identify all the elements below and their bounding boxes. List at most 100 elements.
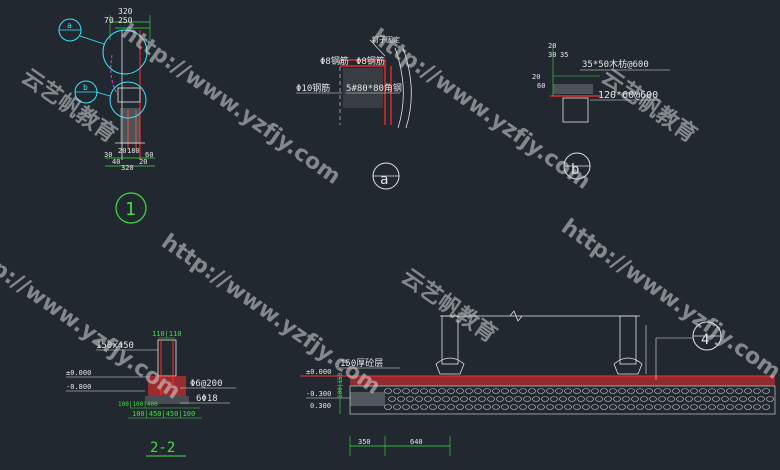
- level-minus-0-8: -0.800: [66, 383, 91, 391]
- gravel-stone: [447, 404, 455, 410]
- gravel-stone: [609, 388, 617, 394]
- gravel-fill: [384, 388, 774, 410]
- gravel-stone: [690, 404, 698, 410]
- dims-bottom-2-2: 100|450|450|100: [132, 410, 195, 418]
- gravel-stone: [406, 396, 414, 402]
- gravel-stone: [555, 404, 563, 410]
- gravel-stone: [586, 396, 594, 402]
- gravel-stone: [546, 404, 554, 410]
- gravel-stone: [663, 404, 671, 410]
- gravel-stone: [514, 396, 522, 402]
- gravel-stone: [487, 396, 495, 402]
- gravel-stone: [645, 404, 653, 410]
- gravel-stone: [753, 388, 761, 394]
- gravel-stone: [640, 396, 648, 402]
- gravel-stone: [600, 388, 608, 394]
- dim-350: 350: [358, 438, 371, 446]
- gravel-stone: [667, 396, 675, 402]
- gravel-stone: [654, 388, 662, 394]
- gravel-stone: [681, 388, 689, 394]
- detail-a: 钉子固定 Φ8钢筋 Φ8钢筋 Φ10钢筋 5#80*80角钢 a: [296, 35, 412, 190]
- gravel-stone: [519, 404, 527, 410]
- gravel-stone: [510, 388, 518, 394]
- gravel-stone: [474, 404, 482, 410]
- gravel-stone: [429, 404, 437, 410]
- level-0: ±0.000: [66, 369, 91, 377]
- gravel-stone: [523, 396, 531, 402]
- gravel-stone: [591, 388, 599, 394]
- gravel-stone: [582, 404, 590, 410]
- gravel-stone: [663, 388, 671, 394]
- beam-size: 150x450: [96, 341, 134, 351]
- rebar-phi10: Φ10钢筋: [296, 82, 330, 94]
- gravel-stone: [537, 404, 545, 410]
- gravel-stone: [748, 396, 756, 402]
- elev-level-0-3: 0.300: [310, 402, 331, 410]
- note-joist: 120*60@600: [598, 90, 658, 101]
- dim-30: 30: [104, 151, 112, 159]
- dim-b-30: 30: [548, 51, 556, 59]
- gravel-stone: [559, 396, 567, 402]
- gravel-stone: [438, 404, 446, 410]
- gravel-stone: [600, 404, 608, 410]
- gravel-stone: [622, 396, 630, 402]
- gravel-stone: [726, 388, 734, 394]
- gravel-stone: [672, 404, 680, 410]
- watermark-url-5: http://www.yzfjy.com: [0, 234, 185, 404]
- gravel-stone: [537, 388, 545, 394]
- dim-b-60: 60: [537, 82, 545, 90]
- gravel-stone: [456, 404, 464, 410]
- gravel-stone: [492, 404, 500, 410]
- gravel-stone: [658, 396, 666, 402]
- gravel-stone: [501, 404, 509, 410]
- detail-b: 20 30 35 20 60 35*50木枋@600 120*60@600 b: [532, 42, 670, 180]
- dim-40: 40: [112, 158, 120, 166]
- watermark-brand-2: 云艺帆教育: [597, 64, 702, 148]
- gravel-stone: [645, 388, 653, 394]
- dim-250: 250: [118, 16, 133, 25]
- detail-1: 320 250 70 a b 30 20 180 60 40 20 320: [58, 7, 155, 224]
- gravel-stone: [465, 388, 473, 394]
- gravel-stone: [681, 404, 689, 410]
- gravel-stone: [555, 388, 563, 394]
- note-batten: 35*50木枋@600: [582, 58, 649, 70]
- gravel-stone: [550, 396, 558, 402]
- gravel-stone: [762, 404, 770, 410]
- watermark-brand-3: 云艺帆教育: [397, 264, 502, 348]
- gravel-stone: [708, 388, 716, 394]
- detail-number: 1: [125, 199, 136, 220]
- gravel-stone: [442, 396, 450, 402]
- dim-60: 60: [145, 151, 153, 159]
- gravel-stone: [528, 388, 536, 394]
- gravel-stone: [420, 388, 428, 394]
- detail-a-label: a: [380, 172, 388, 188]
- gravel-stone: [618, 404, 626, 410]
- gravel-stone: [541, 396, 549, 402]
- gravel-stone: [595, 396, 603, 402]
- gravel-stone: [694, 396, 702, 402]
- gravel-stone: [483, 404, 491, 410]
- dim-640: 640: [410, 438, 423, 446]
- gravel-stone: [456, 388, 464, 394]
- elevation-section: 150厚砼层 ±0.000 -0.300 0.300 100|150 350 6…: [300, 310, 776, 456]
- gravel-stone: [415, 396, 423, 402]
- gravel-stone: [636, 404, 644, 410]
- dim-b-20b: 20: [532, 73, 540, 81]
- gravel-stone: [627, 404, 635, 410]
- dim-20b: 20: [139, 158, 147, 166]
- watermark-url-2: http://www.yzfjy.com: [367, 24, 595, 194]
- dim-70: 70: [104, 16, 114, 25]
- gravel-stone: [631, 396, 639, 402]
- gravel-stone: [762, 388, 770, 394]
- gravel-stone: [649, 396, 657, 402]
- gravel-stone: [433, 396, 441, 402]
- gravel-stone: [618, 388, 626, 394]
- gravel-stone: [501, 388, 509, 394]
- gravel-stone: [582, 388, 590, 394]
- callout-4-label: 4: [701, 332, 709, 348]
- gravel-stone: [546, 388, 554, 394]
- gravel-stone: [532, 396, 540, 402]
- watermark-url-1: http://www.yzfjy.com: [117, 19, 345, 189]
